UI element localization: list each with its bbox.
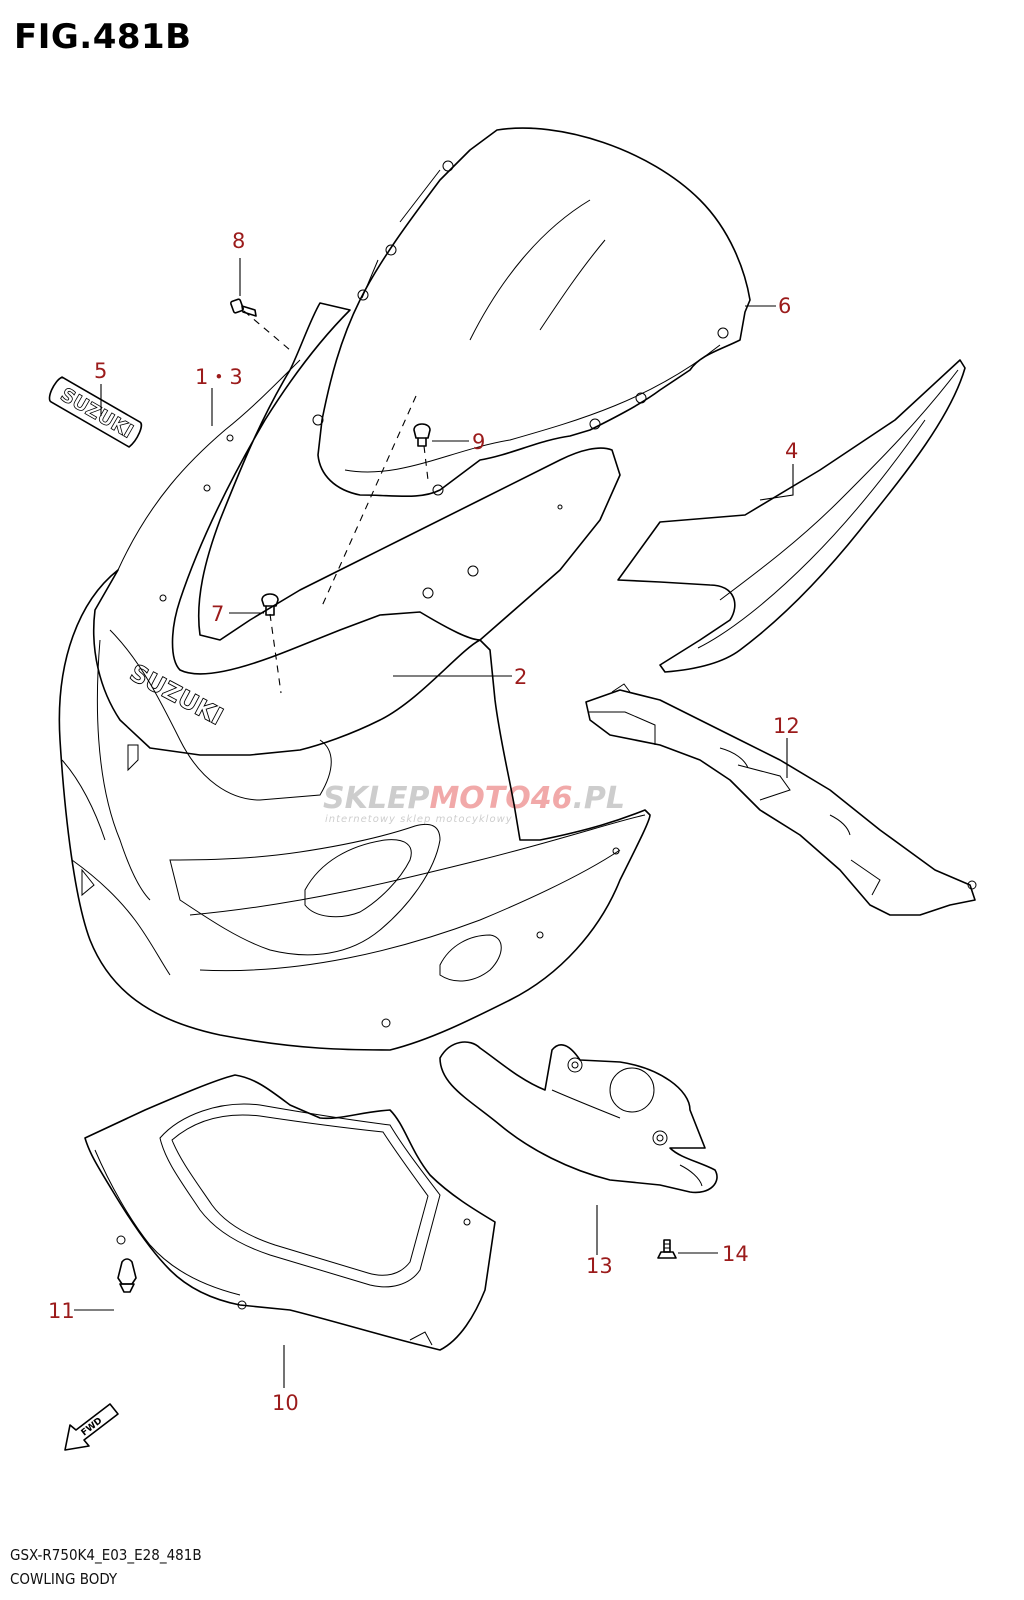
clip-part-11 bbox=[117, 1258, 137, 1293]
svg-text:SKLEPMOTO46.PL: SKLEPMOTO46.PL bbox=[323, 781, 625, 816]
figure-caption: COWLING BODY bbox=[10, 1570, 118, 1588]
upper-cowl-part-1-3 bbox=[117, 302, 621, 675]
windscreen-part-6 bbox=[312, 127, 751, 498]
label-part-8: 8 bbox=[232, 229, 245, 253]
label-part-5: 5 bbox=[94, 359, 107, 383]
bolt-part-14 bbox=[657, 1239, 677, 1259]
label-part-6: 6 bbox=[778, 294, 791, 318]
label-part-13: 13 bbox=[586, 1254, 613, 1278]
label-part-10: 10 bbox=[272, 1391, 299, 1415]
watermark-brand-c: 46 bbox=[530, 781, 573, 816]
assembly-lines bbox=[243, 310, 429, 694]
cowl-suzuki-emblem: SUZUKI bbox=[125, 659, 228, 731]
label-part-4: 4 bbox=[785, 439, 798, 463]
screw-part-8 bbox=[230, 298, 257, 317]
label-part-1-3: 1・3 bbox=[195, 365, 243, 389]
watermark: SKLEPMOTO46.PL internetowy sklep motocyk… bbox=[323, 781, 625, 825]
part-labels: 8 5 1・3 6 9 4 7 2 12 13 14 11 10 bbox=[48, 229, 800, 1415]
watermark-brand-b: MOTO bbox=[429, 781, 530, 816]
label-part-12: 12 bbox=[773, 714, 800, 738]
label-part-11: 11 bbox=[48, 1299, 75, 1323]
watermark-brand-d: .PL bbox=[573, 781, 626, 816]
duct-part-12 bbox=[585, 683, 977, 916]
watermark-brand-a: SKLEP bbox=[323, 781, 429, 816]
forward-arrow-icon: FWD bbox=[64, 1403, 119, 1451]
leader-lines bbox=[74, 258, 794, 1388]
plate-part-13 bbox=[439, 1041, 718, 1194]
label-part-2: 2 bbox=[514, 665, 527, 689]
inner-panel-part-4 bbox=[617, 359, 966, 673]
watermark-tagline: internetowy sklep motocyklowy bbox=[325, 814, 513, 825]
figure-title: FIG.481B bbox=[14, 17, 192, 57]
label-part-9: 9 bbox=[472, 430, 485, 454]
label-part-7: 7 bbox=[211, 602, 224, 626]
under-cowl-part-10 bbox=[84, 1074, 496, 1351]
model-code: GSX-R750K4_E03_E28_481B bbox=[10, 1546, 202, 1564]
nut-part-9 bbox=[413, 423, 431, 447]
suzuki-decal-part-5: SUZUKI bbox=[48, 376, 143, 448]
label-part-14: 14 bbox=[722, 1242, 749, 1266]
